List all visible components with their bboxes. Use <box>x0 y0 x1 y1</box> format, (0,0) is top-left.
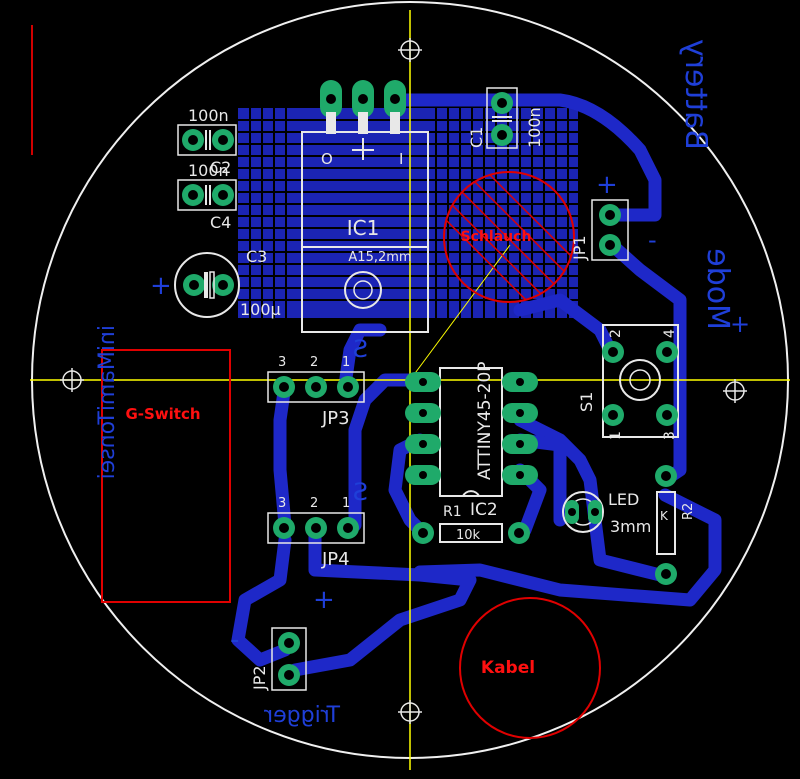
jp1-label: JP1 <box>570 235 589 261</box>
s1-pin4-label: 4 <box>662 329 678 338</box>
led-3mm[interactable] <box>562 491 604 533</box>
led-k-label: K <box>660 509 669 523</box>
c3-value-label: 100µ <box>240 300 281 319</box>
ic1-regulator[interactable] <box>301 80 429 333</box>
jp3-header[interactable] <box>267 371 365 403</box>
s1-pin2-label: 2 <box>608 329 624 338</box>
r1-value-label: 10k <box>456 528 481 543</box>
mirror-trigger-text: Trigger <box>263 703 341 728</box>
trace-jp3 <box>338 323 387 392</box>
jp4-pin1-label: 1 <box>342 496 350 511</box>
jp2-minus-mark: - <box>230 625 239 655</box>
mirror-s-text-upper: S <box>353 335 368 363</box>
r2-resistor[interactable] <box>655 465 677 585</box>
mirror-s-text-lower: S <box>353 478 368 506</box>
c4-capacitor[interactable] <box>177 179 237 211</box>
s1-plus-mark: + <box>730 310 750 338</box>
c2-name-label: C2 <box>210 158 231 177</box>
s1-pin1-label: 1 <box>608 431 624 440</box>
jp2-name-label: JP2 <box>250 665 269 691</box>
led-name-label: LED <box>608 490 639 509</box>
mirror-text-group: iniMamiTonsei Battery Mode Trigger S S +… <box>95 39 750 728</box>
mirror-sensor-text: iniMamiTonsei <box>95 325 120 479</box>
jp4-plus-mark: + <box>313 585 335 615</box>
jp4-name-label: JP4 <box>321 549 350 570</box>
trace-bottom-right <box>413 488 722 607</box>
c1-capacitor[interactable] <box>486 87 518 149</box>
trace-led <box>513 413 667 582</box>
mounting-holes <box>60 38 747 724</box>
ic2-attiny[interactable] <box>405 367 538 497</box>
trace-top-right <box>388 93 662 222</box>
trace-jp2 <box>231 533 292 667</box>
jp4-pin3-label: 3 <box>278 496 286 511</box>
ic2-value-label: ATTINY45-20P <box>475 361 495 480</box>
c3-name-label: C3 <box>246 247 267 266</box>
trace-s1 <box>513 293 617 357</box>
jp3-pin3-label: 3 <box>278 355 286 370</box>
r1-name-label: R1 <box>443 504 462 520</box>
mirror-battery-text: Battery <box>678 39 713 150</box>
r2-name-label: R2 <box>681 503 696 520</box>
s1-name-label: S1 <box>577 392 596 412</box>
trace-trigger <box>288 518 477 677</box>
jp3-pin2-label: 2 <box>310 355 318 370</box>
jp4-header[interactable] <box>267 512 365 544</box>
schlauch-label: Schlauch <box>461 229 532 245</box>
ic1-o-label: O <box>321 150 333 168</box>
c1-name-label: C1 <box>467 127 486 148</box>
jp1-header[interactable] <box>591 199 629 261</box>
hole-right <box>723 379 747 403</box>
schlauch-outline <box>443 171 575 303</box>
s1-push-button[interactable] <box>602 324 679 438</box>
c1-value-label: 100n <box>525 107 544 148</box>
g-switch-label: G-Switch <box>125 405 200 423</box>
kabel-label: Kabel <box>481 658 535 678</box>
c2-capacitor[interactable] <box>177 124 237 156</box>
c4-name-label: C4 <box>210 213 231 232</box>
ic1-i-label: I <box>399 150 403 168</box>
hole-bottom <box>398 700 422 724</box>
jp1-plus-mark: + <box>596 170 618 200</box>
ic1-pins <box>320 80 406 118</box>
jp2-header[interactable] <box>271 627 307 691</box>
c2-value-label: 100n <box>188 106 229 125</box>
jp1-minus-mark: - <box>648 226 657 254</box>
jp3-pin1-label: 1 <box>342 355 350 370</box>
r1-resistor[interactable] <box>412 522 530 544</box>
kabel-outline <box>459 597 601 739</box>
ic1-value-label: A15,2mm <box>348 250 411 265</box>
c3-electrolytic-capacitor[interactable] <box>174 252 240 318</box>
ic2-name-label: IC2 <box>470 500 498 520</box>
ic1-name-label: IC1 <box>347 216 380 240</box>
jp3-name-label: JP3 <box>321 408 350 429</box>
s1-pin3-label: 3 <box>662 431 678 440</box>
g-switch-outline <box>101 349 231 603</box>
hole-top <box>398 38 422 62</box>
c4-value-label: 100n <box>188 161 229 180</box>
c3-plus-mark: + <box>150 271 172 301</box>
hole-left <box>60 368 84 392</box>
ic2-pins <box>405 372 538 485</box>
mirror-mode-text: Mode <box>700 248 735 330</box>
jp4-pin2-label: 2 <box>310 496 318 511</box>
led-value-label: 3mm <box>610 517 651 536</box>
